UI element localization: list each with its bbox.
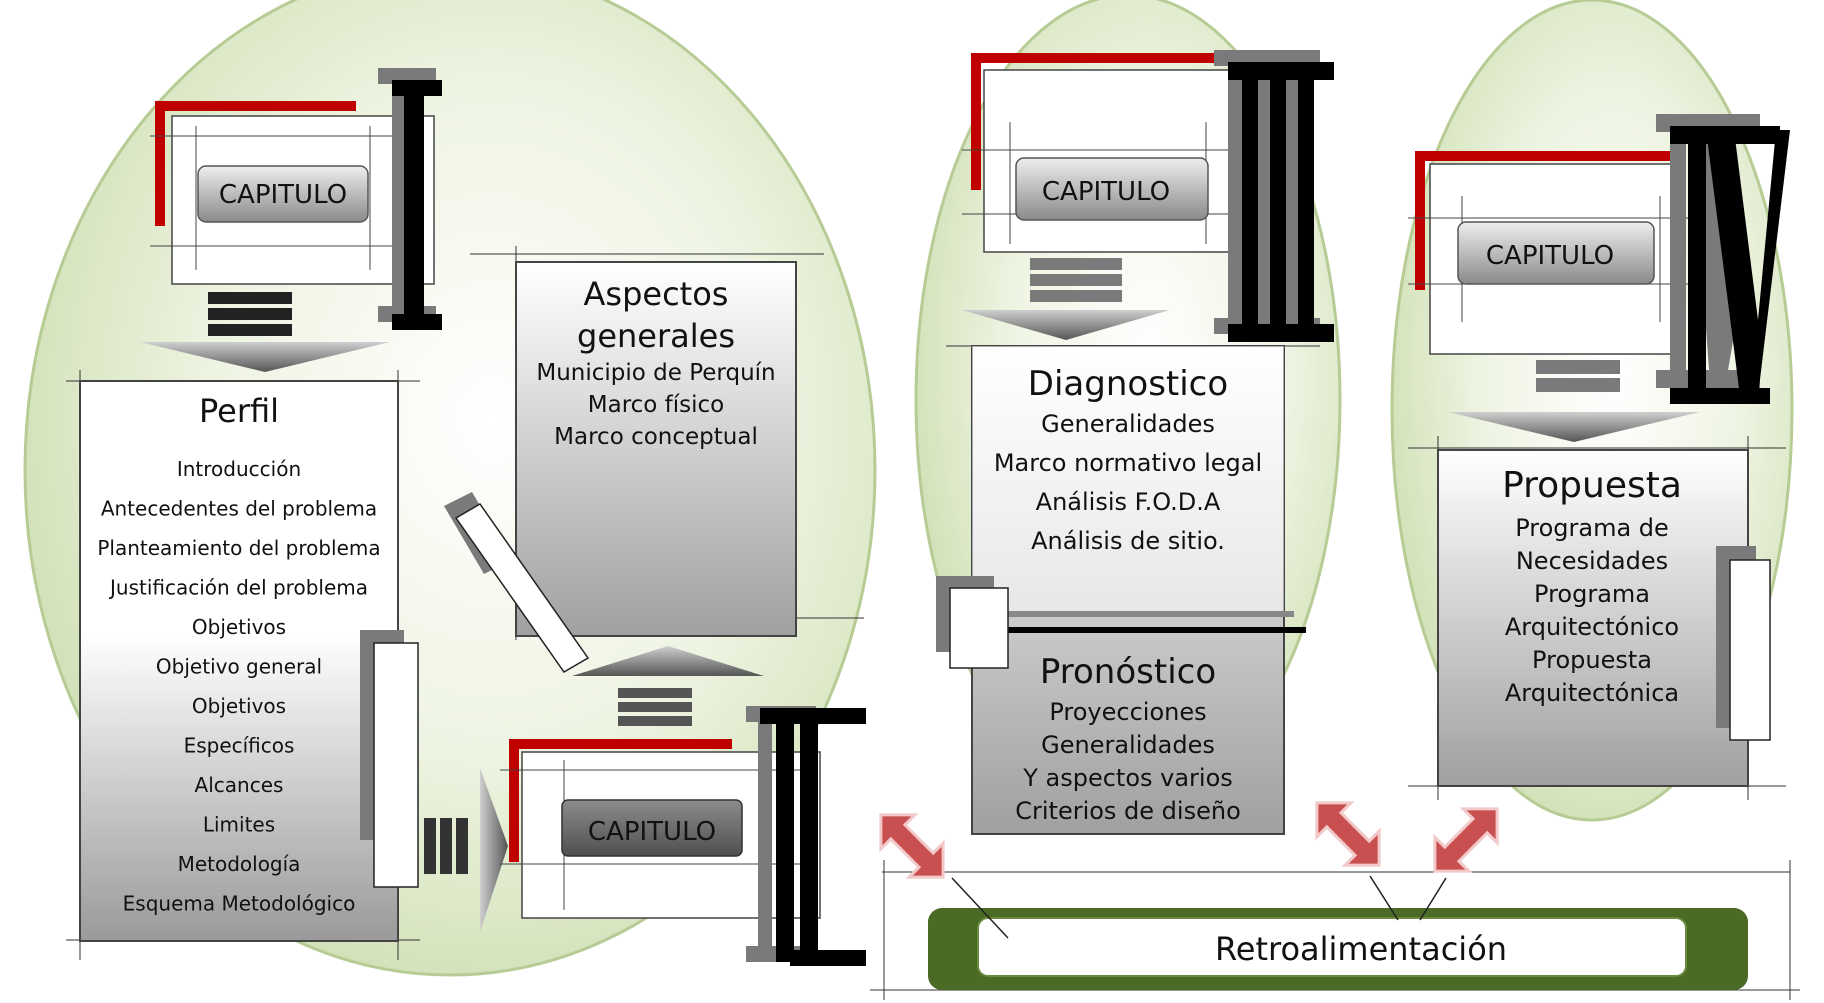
chapter1-item: Objetivos <box>192 694 286 718</box>
chapter2-capitulo-button <box>561 799 743 857</box>
chapter4-item: Necesidades <box>1516 547 1668 575</box>
chapter4-monitor: CAPITULO <box>1408 114 1790 442</box>
chapter3-side-tab <box>936 576 1009 669</box>
chapter1-item: Limites <box>203 813 275 837</box>
chapter2-item: Marco conceptual <box>554 424 758 450</box>
feedback-arrow-middle <box>1315 801 1381 867</box>
chapter1-item: Introducción <box>177 457 301 481</box>
chapter1-item: Antecedentes del problema <box>101 497 377 521</box>
chapter4-down-arrow <box>1448 412 1700 442</box>
chapter3-capitulo-label: CAPITULO <box>1042 177 1170 207</box>
chapter4-items: Programa de NecesidadesProgramaArquitectó… <box>1505 514 1679 707</box>
chapter1-item: Metodología <box>178 852 301 876</box>
chapter2-content-box <box>470 246 864 640</box>
chapter3-sub-item: Y aspectos varios <box>1022 764 1233 792</box>
chapter1-item: Esquema Metodológico <box>123 892 356 916</box>
chapter2-capitulo-label: CAPITULO <box>588 817 716 847</box>
chapter1-side-tab <box>360 630 419 888</box>
chapter3-sub-item: Generalidades <box>1041 731 1215 759</box>
chapter3-title: Diagnostico <box>1028 364 1228 404</box>
chapter3-numeral-iii <box>1214 50 1334 342</box>
chapter1-title: Perfil <box>199 392 279 430</box>
chapter1-item: Planteamiento del problema <box>97 536 380 560</box>
chapter4-item: Programa <box>1534 580 1650 608</box>
chapter2-title-line2: generales <box>577 317 735 355</box>
chapter1-item: Justificación del problema <box>108 576 368 600</box>
chapter3-capitulo-button <box>1015 157 1209 221</box>
chapter2-up-arrow <box>572 646 764 676</box>
chapter3-monitor: CAPITULO <box>962 50 1334 342</box>
chapter4-capitulo-button <box>1457 221 1655 285</box>
chapter4-item: Arquitectónica <box>1505 679 1679 707</box>
chapter2-item: Municipio de Perquín <box>536 360 775 386</box>
chapter2-numeral-ii <box>746 706 866 966</box>
chapter4-content-box <box>1408 436 1786 800</box>
chapter2-title-line1: Aspectos <box>584 275 729 313</box>
chapter4-title: Propuesta <box>1502 465 1682 506</box>
chapter2-slanted-tab <box>444 492 590 673</box>
chapter4-capitulo-label: CAPITULO <box>1486 241 1614 271</box>
chapter4-item: Propuesta <box>1532 646 1652 674</box>
chapter1-down-arrow <box>140 342 390 372</box>
chapter1-to-chapter2-arrow <box>424 768 508 932</box>
chapter3-sub-item: Proyecciones <box>1049 698 1206 726</box>
chapter1-item: Específicos <box>184 734 295 758</box>
chapter4-numeral-iv <box>1656 114 1790 404</box>
chapter1-item: Alcances <box>195 773 284 797</box>
chapter3-item: Análisis de sitio. <box>1031 527 1225 555</box>
feedback-arrow-left <box>879 813 945 879</box>
chapter3-content-box <box>946 345 1320 835</box>
chapter2-item: Marco físico <box>588 392 725 418</box>
feedback-label: Retroalimentación <box>1215 930 1507 968</box>
chapter4-item: Programa de <box>1515 514 1669 542</box>
chapter3-item: Marco normativo legal <box>994 449 1262 477</box>
chapter1-capitulo-button <box>197 165 369 223</box>
chapter1-capitulo-label: CAPITULO <box>219 180 347 210</box>
chapter3-item: Generalidades <box>1041 410 1215 438</box>
chapter1-item: Objetivo general <box>156 655 322 679</box>
chapter3-down-arrow <box>962 310 1170 340</box>
chapter1-numeral-i <box>378 68 442 330</box>
feedback-arrow-right <box>1433 807 1499 873</box>
chapter1-item: Objetivos <box>192 615 286 639</box>
chapter4-item: Arquitectónico <box>1505 613 1679 641</box>
chapter2-monitor: CAPITULO <box>500 646 866 966</box>
chapter3-subtitle: Pronóstico <box>1040 652 1216 692</box>
chapter4-side-tab <box>1716 546 1771 741</box>
chapter1-monitor: CAPITULO <box>140 68 442 372</box>
chapter3-sub-item: Criterios de diseño <box>1015 797 1241 825</box>
chapter3-item: Análisis F.O.D.A <box>1036 488 1221 516</box>
feedback-section <box>870 860 1800 1000</box>
